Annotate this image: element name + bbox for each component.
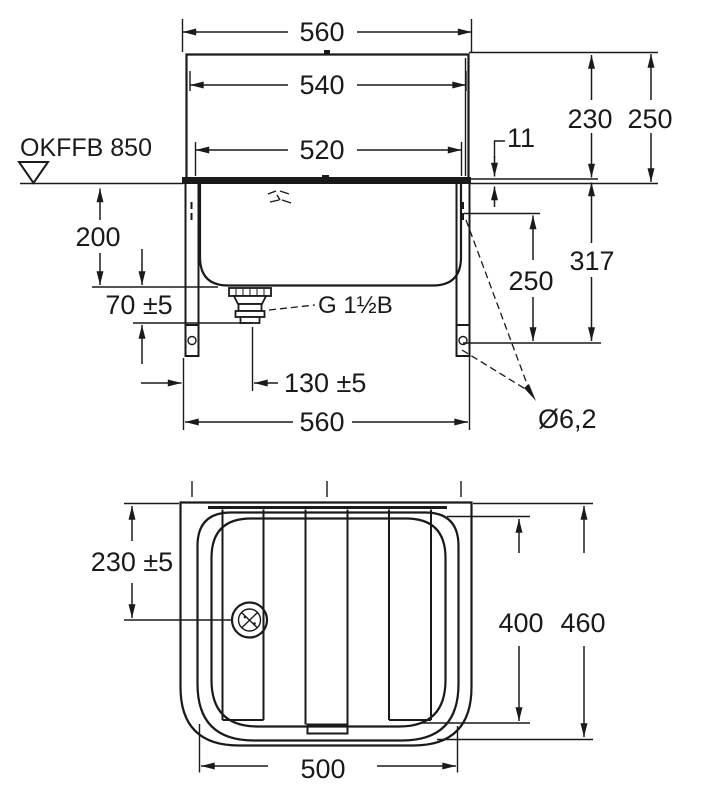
rim-plate-outline (179, 501, 473, 747)
dim-drain-offset: 130 ±5 (141, 327, 366, 398)
fold-ticks (191, 481, 462, 497)
plan-view: 230 ±5 400 460 500 (91, 481, 606, 784)
dim-width-basin: 520 (194, 135, 463, 176)
dim-label: 70 ±5 (105, 290, 172, 320)
drain-plan (230, 601, 269, 639)
dim-rim-height: 11 (491, 123, 535, 207)
dim-label: 500 (300, 754, 345, 784)
dim-width-panel: 540 (189, 70, 467, 100)
dim-label: 250 (627, 104, 672, 134)
leader-arrow-icon (524, 384, 536, 401)
center-tick-top (324, 50, 330, 55)
dim-width-front: 500 (198, 724, 459, 784)
dim-label: 230 ±5 (91, 547, 173, 577)
bracket-hole-icon (458, 335, 468, 346)
dim-label: 130 ±5 (284, 368, 366, 398)
dim-trap-clearance: 70 ±5 (105, 249, 252, 364)
dim-label: 400 (498, 608, 543, 638)
dim-label: 230 (567, 104, 612, 134)
dim-label: 560 (299, 17, 344, 47)
front-view: OKFFB 850 (17, 17, 673, 437)
dim-label: 520 (299, 135, 344, 165)
center-tick-rim (322, 175, 329, 181)
dim-label: 540 (299, 70, 344, 100)
bottom-ribs (221, 509, 432, 735)
basin-outer-contour (196, 511, 460, 742)
surface-marks (267, 190, 292, 204)
dim-bracket-holes: 250 317 (463, 182, 615, 344)
dim-drain-from-side: 230 ±5 (91, 502, 232, 621)
thread-label: G 1½B (318, 292, 393, 319)
dim-label: 200 (75, 222, 120, 252)
basin-profile (198, 184, 463, 287)
thread-callout: G 1½B (268, 292, 393, 319)
dim-basin-depth: 200 (75, 188, 218, 288)
dim-label: 11 (507, 123, 535, 153)
dim-depth-overall: 460 (437, 502, 606, 741)
drain-trap (228, 287, 272, 324)
dim-label: 250 (508, 266, 553, 296)
dim-width-top: 560 (181, 17, 473, 52)
dim-label: 460 (560, 608, 605, 638)
datum-triangle-icon (17, 161, 50, 185)
dim-label: 317 (569, 246, 614, 276)
dim-depth-inner: 400 (420, 515, 544, 724)
floor-datum: OKFFB 850 (17, 51, 658, 185)
drain-tab (306, 723, 349, 735)
dim-label: 560 (299, 407, 344, 437)
left-bracket (184, 184, 200, 357)
dim-width-overall: 560 (182, 357, 471, 437)
bracket-hole-icon (187, 335, 197, 346)
dim-panel-heights: 230 250 (567, 53, 673, 183)
datum-label: OKFFB 850 (20, 134, 152, 162)
hole-diameter-callout: Ø6,2 (461, 219, 597, 434)
right-bracket (455, 184, 471, 357)
dim-label: Ø6,2 (538, 404, 597, 434)
